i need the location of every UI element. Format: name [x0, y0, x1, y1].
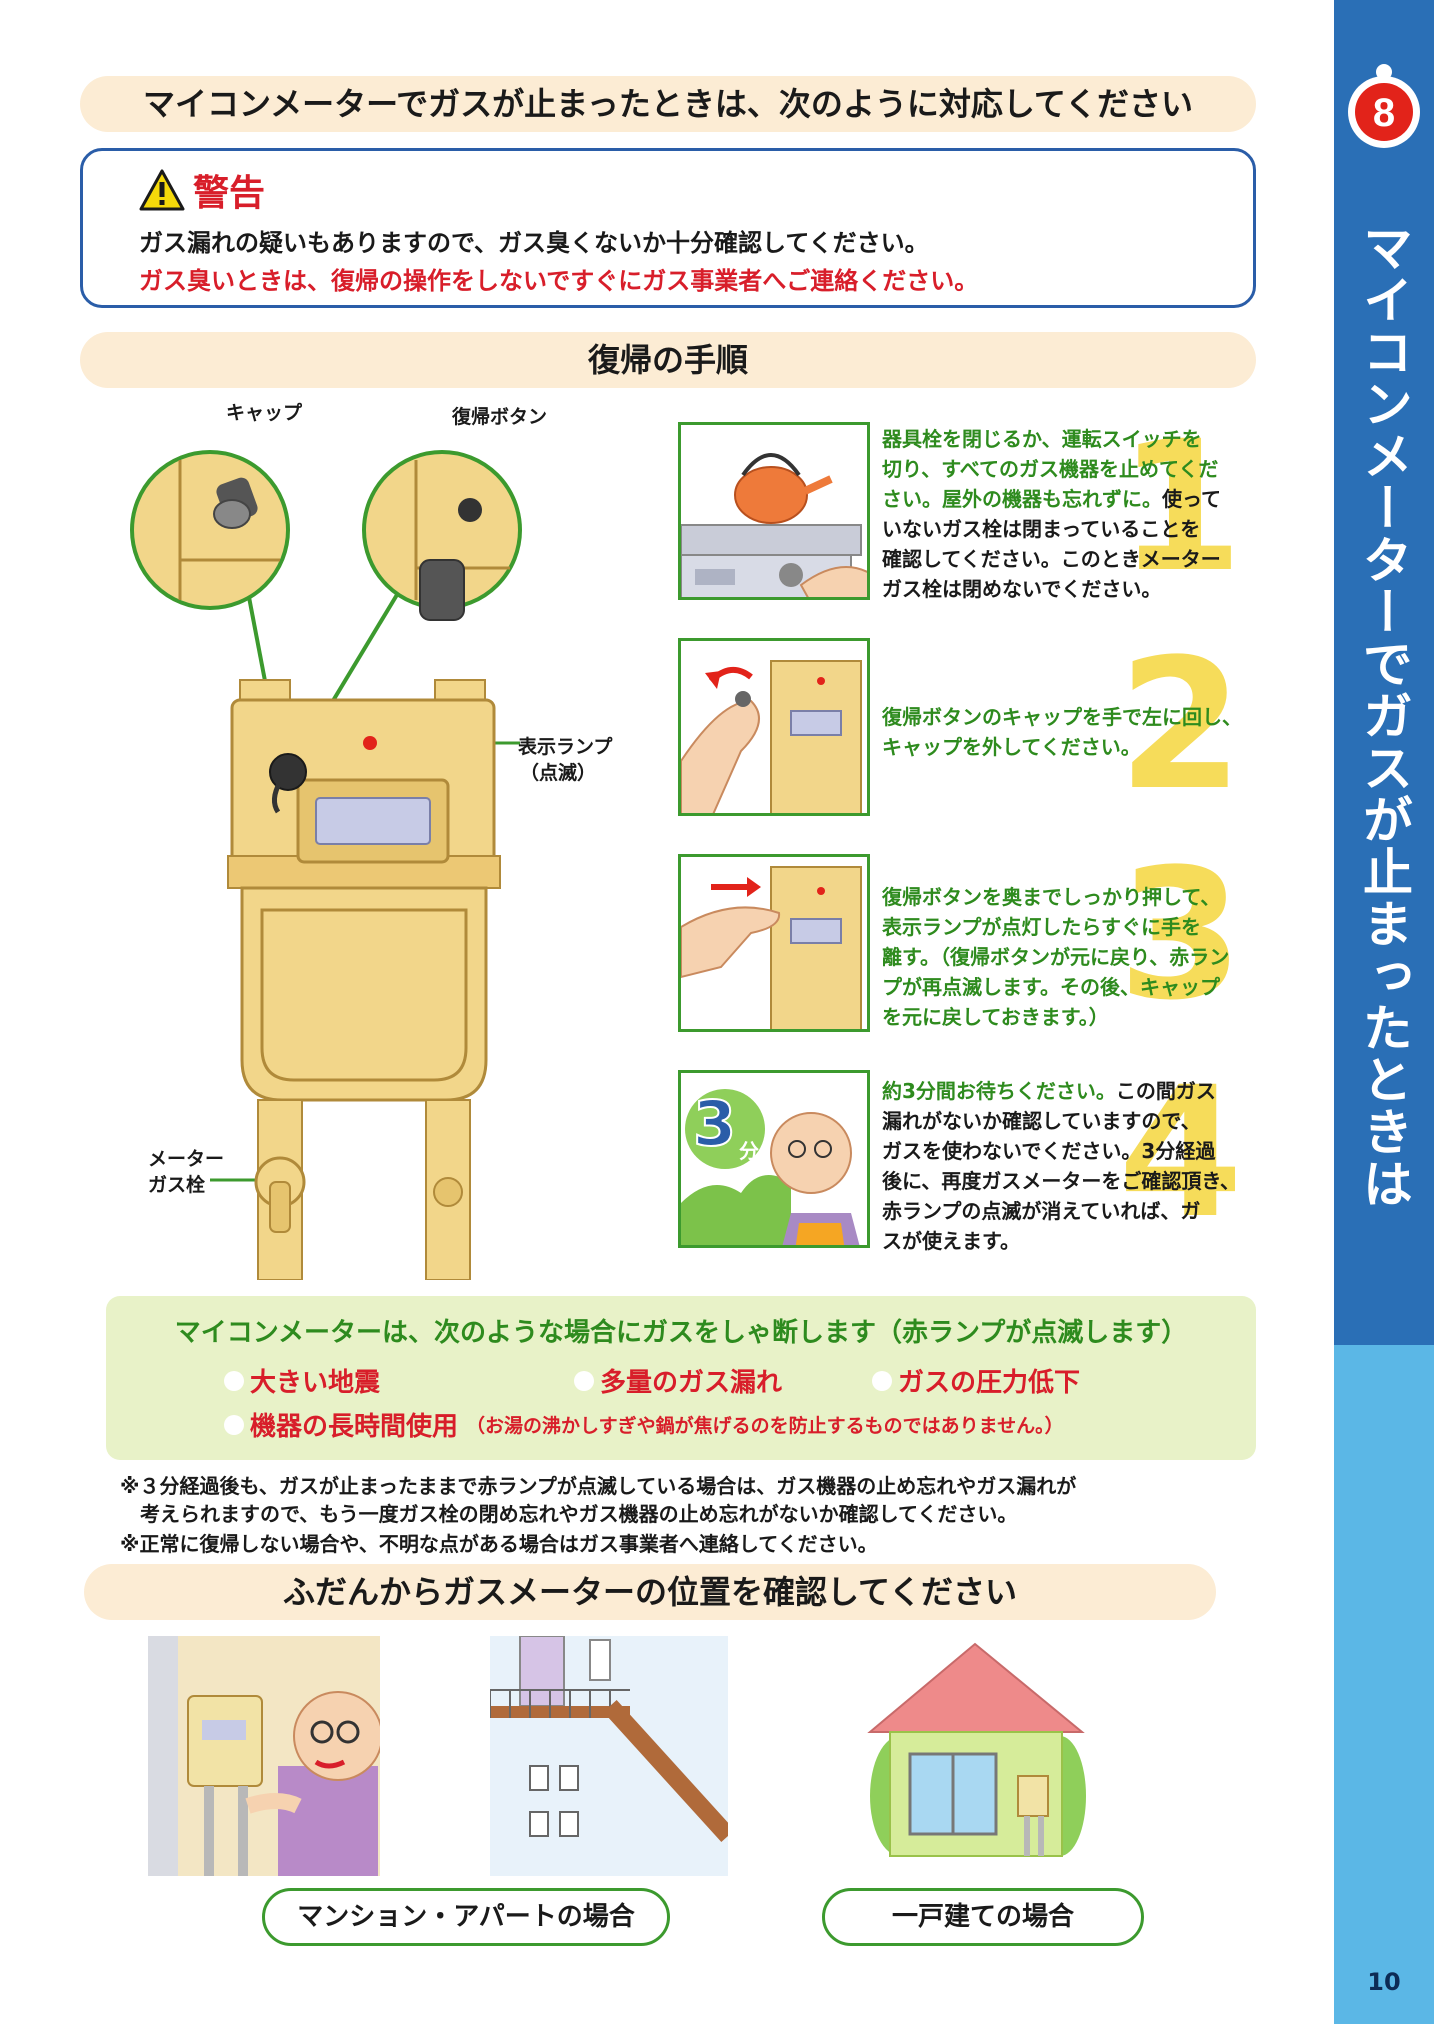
warning-heading: 警告 — [139, 167, 266, 214]
step-1-image — [678, 422, 870, 600]
note-line: ※正常に復帰しない場合や、不明な点がある場合はガス事業者へ連絡してください。 — [120, 1532, 878, 1556]
bullet-icon — [224, 1370, 244, 1391]
bullet-icon — [224, 1414, 244, 1435]
step-4-line: 漏れがないか確認していますので、 — [882, 1109, 1201, 1133]
lamp-label-sub: （点滅） — [520, 762, 597, 784]
step-1-line: さい。屋外の機器も忘れずに。使って — [882, 487, 1221, 511]
detached-house-icon — [867, 1642, 1086, 1857]
wait-badge-number: 3 — [692, 1086, 737, 1161]
step-number-1: 1 — [1118, 403, 1244, 612]
step-4-line: スが使えます。 — [882, 1229, 1020, 1253]
step-4-text: 約3分間お待ちください。この間ガス 漏れがないか確認していますので、 ガスを使わ… — [882, 1076, 1258, 1256]
chapter-sidebar: 8 マイコンメーターでガスが止まったときは 10 — [1334, 0, 1434, 2024]
step-4-line: 赤ランプの点滅が消えていれば、ガ — [882, 1199, 1201, 1223]
step-4-line: 約3分間お待ちください。この間ガス — [882, 1079, 1216, 1103]
step-3-line: 表示ランプが点灯したらすぐに手を — [882, 915, 1201, 939]
step-2-line: キャップを外してください。 — [882, 735, 1141, 759]
step-2-text: 復帰ボタンのキャップを手で左に回し、 キャップを外してください。 — [882, 702, 1258, 762]
step-1-line: 確認してください。このときメーター — [882, 547, 1221, 571]
condition-earthquake: 大きい地震 — [224, 1362, 380, 1399]
press-button-icon — [681, 866, 862, 1029]
note-line: ※３分経過後も、ガスが止まったままで赤ランプが点滅している場合は、ガス機器の止め… — [120, 1474, 1077, 1498]
gas-meter-illustration — [130, 450, 522, 1281]
warning-box: 警告 ガス漏れの疑いもありますので、ガス臭くないか十分確認してください。 ガス臭… — [80, 148, 1256, 308]
step-2-line: 復帰ボタンのキャップを手で左に回し、 — [882, 705, 1242, 729]
page-number: 10 — [1367, 1968, 1401, 1996]
step-3-text: 復帰ボタンを奥までしっかり押して、 表示ランプが点灯したらすぐに手を 離す。（復… — [882, 882, 1258, 1032]
step-2-image — [678, 638, 870, 816]
step-4-line: ガスを使わないでください。3分経過 — [882, 1139, 1216, 1163]
chapter-badge-icon: 8 — [1348, 64, 1420, 148]
apartment-building-icon — [490, 1636, 728, 1876]
shutoff-title: マイコンメーターは、次のような場合にガスをしゃ断します（赤ランプが点滅します） — [174, 1318, 1188, 1348]
procedure-title: 復帰の手順 — [80, 332, 1256, 388]
shutoff-conditions-box: マイコンメーターは、次のような場合にガスをしゃ断します（赤ランプが点滅します） … — [106, 1296, 1256, 1460]
step-4-image: 3 分 — [678, 1070, 870, 1248]
wait-3-minutes-icon — [681, 1089, 860, 1245]
bullet-icon — [574, 1370, 594, 1391]
sidebar-title: マイコンメーターでガスが止まったときは — [1355, 222, 1413, 1210]
chapter-number: 8 — [1373, 91, 1395, 135]
step-3-line: 離す。（復帰ボタンが元に戻り、赤ラン — [882, 945, 1230, 969]
step-1-line: 切り、すべてのガス機器を止めてくだ — [882, 457, 1219, 481]
step-1-line: 器具栓を閉じるか、運転スイッチを — [882, 427, 1202, 451]
stove-kettle-icon — [681, 425, 867, 597]
valve-label: メーター — [148, 1148, 225, 1170]
page-title: マイコンメーターでガスが止まったときは、次のように対応してください — [80, 76, 1256, 132]
caption-house: 一戸建ての場合 — [822, 1888, 1144, 1946]
step-number-2: 2 — [1118, 621, 1244, 830]
step-3-line: を元に戻しておきます。） — [882, 1005, 1109, 1029]
note-line: 考えられますので、もう一度ガス栓の閉め忘れやガス機器の止め忘れがないか確認してく… — [120, 1502, 1018, 1526]
condition-pressure-drop: ガスの圧力低下 — [872, 1362, 1080, 1399]
step-1-text: 器具栓を閉じるか、運転スイッチを 切り、すべてのガス機器を止めてくだ さい。屋外… — [882, 424, 1258, 604]
apartment-man-icon — [148, 1636, 380, 1876]
warning-triangle-icon — [139, 169, 185, 211]
step-number-4: 4 — [1118, 1049, 1244, 1258]
step-3-image — [678, 854, 870, 1032]
remove-cap-icon — [681, 660, 862, 813]
warning-text-emphasis: ガス臭いときは、復帰の操作をしないですぐにガス事業者へご連絡ください。 — [139, 267, 979, 295]
wait-badge-unit: 分 — [739, 1139, 759, 1163]
reset-button-label: 復帰ボタン — [452, 406, 548, 428]
step-1-line: ガス栓は閉めないでください。 — [882, 577, 1162, 601]
step-3-line: 復帰ボタンを奥までしっかり押して、 — [882, 885, 1221, 909]
valve-label-sub: ガス栓 — [148, 1174, 206, 1196]
sidebar-lower-band — [1334, 1345, 1434, 2024]
caption-apartment: マンション・アパートの場合 — [262, 1888, 670, 1946]
meter-diagram: キャップ 復帰ボタン 表示ランプ （点滅） メーター ガス栓 — [130, 400, 650, 1281]
bullet-icon — [872, 1370, 892, 1391]
lamp-label: 表示ランプ — [518, 736, 613, 758]
cap-label: キャップ — [226, 402, 303, 424]
step-4-line: 後に、再度ガスメーターをご確認頂き、 — [882, 1169, 1240, 1193]
location-title: ふだんからガスメーターの位置を確認してください — [84, 1564, 1216, 1620]
step-3-line: プが再点滅します。その後、キャップ — [882, 975, 1220, 999]
step-number-3: 3 — [1118, 831, 1244, 1040]
warning-text: ガス漏れの疑いもありますので、ガス臭くないか十分確認してください。 — [139, 229, 929, 257]
condition-gas-leak: 多量のガス漏れ — [574, 1362, 782, 1399]
warning-title: 警告 — [193, 173, 266, 214]
step-1-line: いないガス栓は閉まっていることを — [882, 517, 1201, 541]
condition-long-use: 機器の長時間使用（お湯の沸かしすぎや鍋が焦げるのを防止するものではありません。） — [224, 1406, 1064, 1443]
